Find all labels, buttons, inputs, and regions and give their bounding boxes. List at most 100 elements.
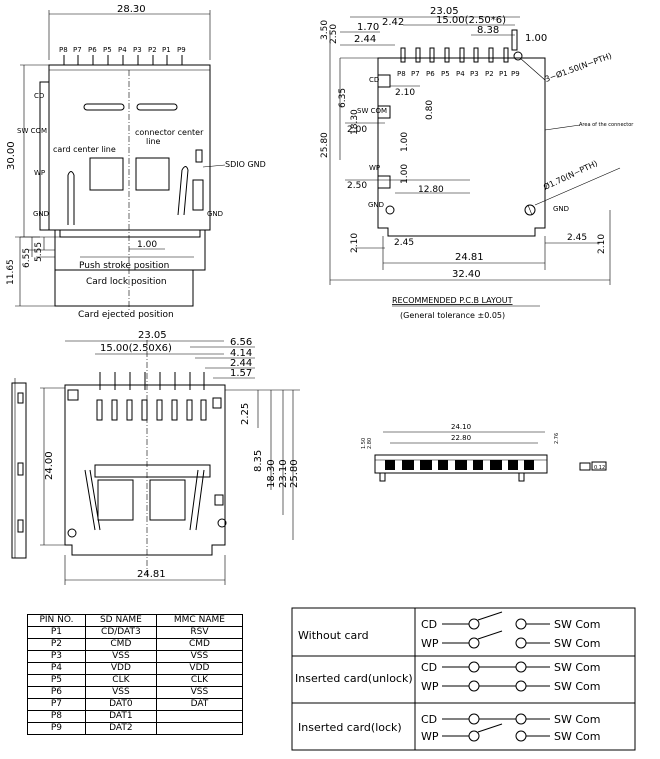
cell: P7	[27, 698, 86, 711]
middle-left-views: 23.05 15.00(2.50X6) 6.56 4.14 2.44 1.57	[11, 330, 300, 585]
label-gnd-right: GND	[553, 205, 569, 213]
switch-open	[477, 611, 503, 621]
general-tolerance: (General tolerance ±0.05)	[400, 311, 505, 320]
dim-2-00: 2.00	[347, 125, 367, 135]
cell: DAT1	[84, 710, 157, 723]
dim-28-30: 28.30	[117, 4, 146, 15]
dim-23-05-b: 23.05	[138, 330, 167, 341]
cell: P3	[27, 650, 86, 663]
dim-2-10-right: 2.10	[597, 234, 607, 254]
cell: CMD	[84, 638, 157, 651]
dim-15-00: 15.00(2.50*6)	[436, 15, 506, 26]
cell: P6	[27, 686, 86, 699]
pin-label: P2	[485, 70, 494, 78]
label-area-of-connector: Area of the connector	[579, 122, 634, 128]
label-push-stroke: Push stroke position	[79, 261, 169, 271]
label-card-lock: Card lock position	[86, 277, 167, 287]
pin-label: P1	[499, 70, 508, 78]
header-mmc-name: MMC NAME	[155, 614, 244, 627]
label-card-center-line: card center line	[53, 145, 116, 154]
pin-label: P6	[88, 46, 97, 54]
label-cd: CD	[421, 618, 437, 631]
dim-2-45-left: 2.45	[394, 238, 414, 248]
cell: VDD	[84, 662, 157, 675]
label-cd: CD	[369, 76, 379, 84]
dim-25-80: 25.80	[320, 132, 330, 158]
pcb-layout-view: 23.05 15.00(2.50*6) 8.38 1.00 1.70 2.42 …	[320, 6, 634, 320]
label-wp: WP	[369, 164, 380, 172]
dim-2-50-v: 2.50	[329, 24, 339, 44]
pin-label: P8	[397, 70, 406, 78]
dim-2-50: 2.50	[347, 181, 367, 191]
dim-30-00: 30.00	[6, 141, 17, 170]
dim-25-80-b: 25.80	[289, 459, 300, 488]
dim-24-81: 24.81	[455, 252, 484, 263]
pin-label: P8	[59, 46, 68, 54]
label-gnd-left: GND	[33, 210, 49, 218]
cell: P2	[27, 638, 86, 651]
dim-8-35: 8.35	[253, 450, 264, 472]
cell: P4	[27, 662, 86, 675]
switch-open	[477, 630, 503, 640]
label-sdio-gnd: SDIO GND	[225, 160, 266, 169]
state-inserted-unlock: Inserted card(unlock)	[295, 672, 413, 685]
cell: VSS	[155, 650, 244, 663]
label-hole-1-50: 3−Ø1.50(N−PTH)	[543, 50, 613, 84]
cell: CD/DAT3	[84, 626, 157, 639]
dim-1-50: 1.50	[361, 438, 367, 449]
cell: P1	[27, 626, 86, 639]
header-sd-name: SD NAME	[84, 614, 157, 627]
label-wp: WP	[421, 680, 439, 693]
cell: CLK	[84, 674, 157, 687]
pin-label: P3	[133, 46, 142, 54]
cell: P9	[27, 722, 86, 735]
dim-23-10: 23.10	[278, 459, 289, 488]
dim-23-05: 23.05	[430, 6, 459, 17]
cell: CMD	[155, 638, 244, 651]
pin-label: P3	[470, 70, 479, 78]
label-hole-1-70: Ø1.70(N−PTH)	[542, 158, 599, 192]
dim-2-10-left: 2.10	[350, 233, 360, 253]
state-inserted-lock: Inserted card(lock)	[298, 721, 402, 734]
label-sw-com: SW Com	[554, 637, 600, 650]
cell	[155, 722, 244, 735]
dim-1-57: 1.57	[230, 368, 252, 379]
table-header-row: PIN NO. SD NAME MMC NAME	[27, 614, 244, 627]
dim-32-40: 32.40	[452, 269, 481, 280]
label-sw-com: SW Com	[554, 661, 600, 674]
dim-6-55: 6.55	[22, 248, 32, 268]
dim-12-80: 12.80	[418, 185, 444, 195]
dim-15-00-b: 15.00(2.50X6)	[100, 343, 172, 354]
dim-1-00-top: 1.00	[525, 33, 547, 44]
dim-6-56: 6.56	[230, 337, 252, 348]
cell: VDD	[155, 662, 244, 675]
pin-label: P7	[73, 46, 82, 54]
label-wp: WP	[421, 730, 439, 743]
state-without-card: Without card	[298, 629, 369, 642]
label-cd: CD	[421, 661, 437, 674]
dim-2-45-right: 2.45	[567, 233, 587, 243]
dim-24-10: 24.10	[451, 423, 471, 431]
header-pin-no: PIN NO.	[27, 614, 86, 627]
dim-1-00-b: 1.00	[400, 164, 410, 184]
label-cd: CD	[34, 92, 44, 100]
label-connector-center: connector center	[135, 128, 204, 137]
dim-8-38: 8.38	[477, 25, 499, 36]
dim-1-00: 1.00	[137, 240, 157, 250]
label-wp: WP	[34, 169, 45, 177]
label-sw-com: SW Com	[554, 713, 600, 726]
pin-label: P9	[177, 46, 186, 54]
cell: DAT0	[84, 698, 157, 711]
pin-label: P9	[511, 70, 520, 78]
label-gnd-left: GND	[368, 201, 384, 209]
cell: VSS	[84, 650, 157, 663]
label-sw-com: SW Com	[554, 680, 600, 693]
label-sw-com: SW COM	[17, 127, 47, 135]
dim-5-55: 5.55	[34, 242, 44, 262]
